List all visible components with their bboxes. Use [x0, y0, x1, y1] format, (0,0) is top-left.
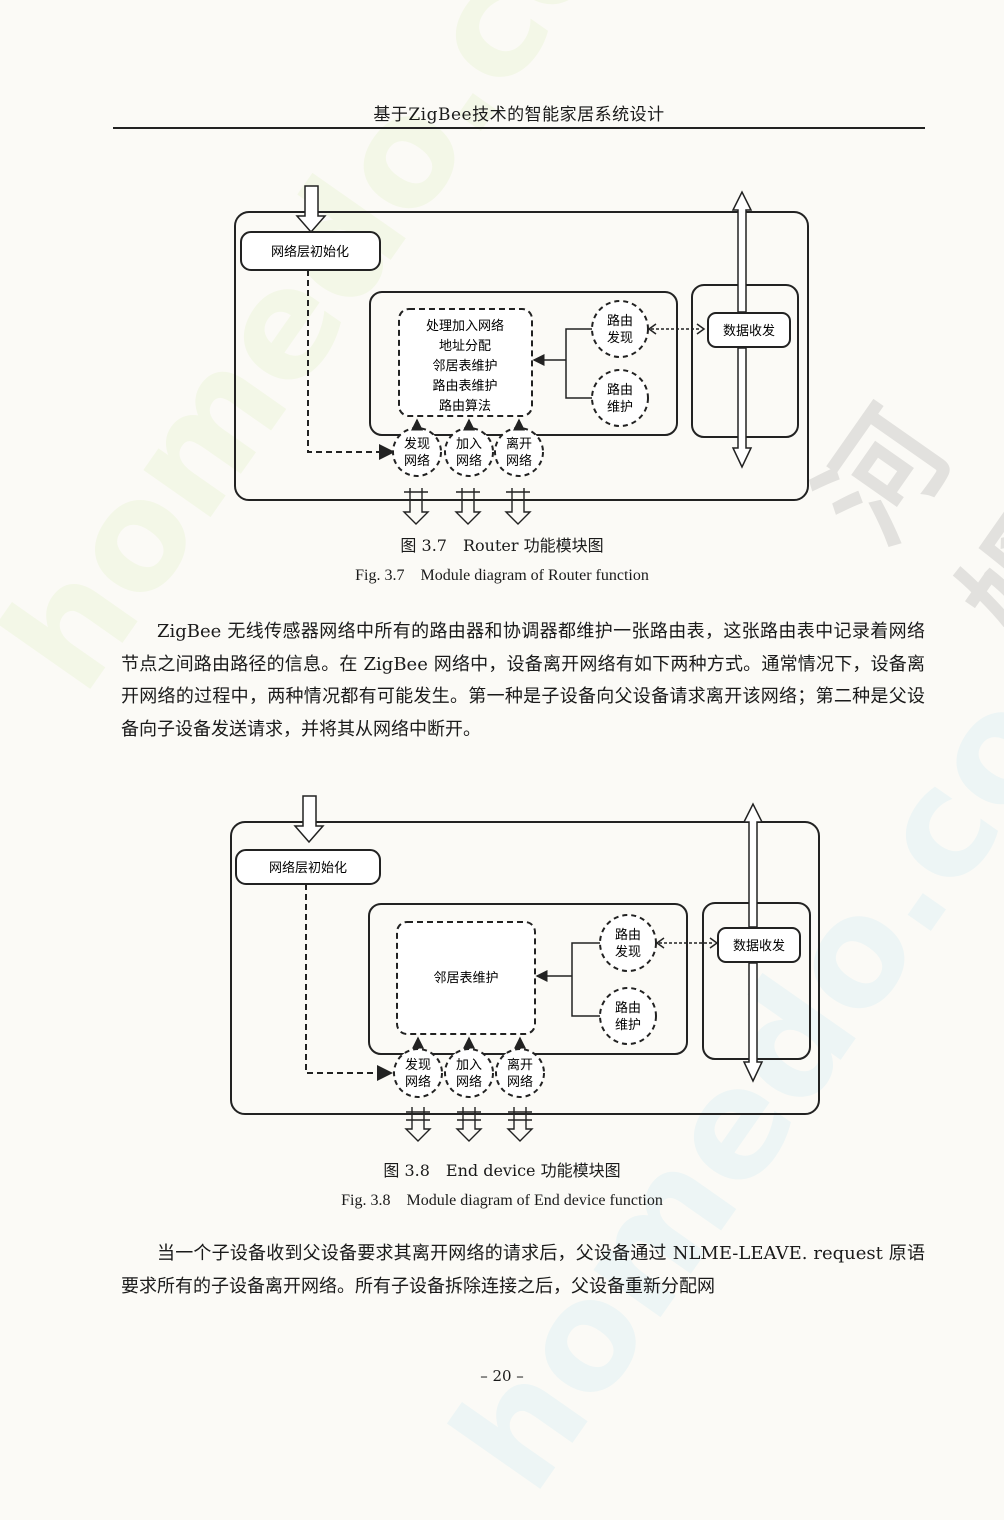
svg-text:数据收发: 数据收发 — [723, 323, 775, 339]
route-discovery-circle — [591, 300, 649, 358]
svg-text:网络: 网络 — [507, 1074, 533, 1090]
data-box — [707, 312, 791, 348]
svg-text:维护: 维护 — [615, 1018, 641, 1033]
svg-text:邻居表维护: 邻居表维护 — [433, 971, 498, 986]
init-label: 网络层初始化 — [271, 244, 349, 260]
figure-3-7: 网络层初始化 处理加入网络 地址分配 邻居表维护 路由表维护 路由算法 路由 发… — [0, 180, 1004, 530]
figure-3-7-caption-en: Fig. 3.7 Module diagram of Router functi… — [355, 567, 649, 584]
svg-text:地址分配: 地址分配 — [439, 339, 491, 354]
task-box — [398, 308, 533, 417]
end-device-diagram: 网络层初始化 邻居表维护 路由 发现 路由 维护 数据收发 发现 网络 加入 网… — [230, 795, 820, 1142]
svg-text:网络: 网络 — [405, 1074, 431, 1090]
svg-text:加入: 加入 — [456, 437, 482, 452]
svg-text:路由: 路由 — [607, 382, 633, 398]
svg-text:离开: 离开 — [506, 436, 532, 452]
init-box — [240, 231, 381, 271]
svg-text:路由: 路由 — [615, 1000, 641, 1016]
svg-text:网络: 网络 — [506, 453, 532, 469]
figure-3-8-caption-en: Fig. 3.8 Module diagram of End device fu… — [341, 1192, 663, 1209]
router-diagram: 网络层初始化 处理加入网络 地址分配 邻居表维护 路由表维护 路由算法 路由 发… — [234, 185, 809, 525]
svg-text:网络: 网络 — [404, 453, 430, 469]
svg-text:路由: 路由 — [607, 313, 633, 329]
page-number: – 20 – — [480, 1367, 524, 1385]
svg-text:邻居表维护: 邻居表维护 — [432, 359, 497, 374]
figure-3-7-caption-cn: 图 3.7 Router 功能模块图 — [400, 536, 604, 555]
svg-text:加入: 加入 — [456, 1058, 482, 1073]
svg-text:网络层初始化: 网络层初始化 — [269, 860, 347, 876]
svg-text:离开: 离开 — [507, 1057, 533, 1073]
svg-text:路由表维护: 路由表维护 — [432, 378, 497, 394]
input-arrow — [295, 185, 327, 234]
running-header: 基于ZigBee技术的智能家居系统设计 — [373, 105, 665, 125]
svg-text:发现: 发现 — [607, 330, 633, 346]
svg-text:维护: 维护 — [607, 400, 633, 415]
svg-text:数据收发: 数据收发 — [733, 938, 785, 954]
header-rule — [113, 127, 925, 129]
figure-3-8-caption-cn: 图 3.8 End device 功能模块图 — [383, 1161, 621, 1180]
svg-text:路由算法: 路由算法 — [439, 398, 491, 414]
paragraph-1: ZigBee 无线传感器网络中所有的路由器和协调器都维护一张路由表，这张路由表中… — [121, 621, 925, 740]
svg-text:路由: 路由 — [615, 927, 641, 943]
svg-text:发现: 发现 — [615, 944, 641, 960]
svg-text:发现: 发现 — [404, 436, 430, 452]
svg-text:处理加入网络: 处理加入网络 — [426, 318, 504, 334]
svg-text:发现: 发现 — [405, 1057, 431, 1073]
route-maintenance-circle — [591, 369, 649, 427]
paragraph-2: 当一个子设备收到父设备要求其离开网络的请求后，父设备通过 NLME-LEAVE.… — [121, 1243, 925, 1297]
svg-text:网络: 网络 — [456, 453, 482, 469]
svg-text:网络: 网络 — [456, 1074, 482, 1090]
figure-3-8: 网络层初始化 邻居表维护 路由 发现 路由 维护 数据收发 发现 网络 加入 网… — [0, 792, 1004, 1147]
